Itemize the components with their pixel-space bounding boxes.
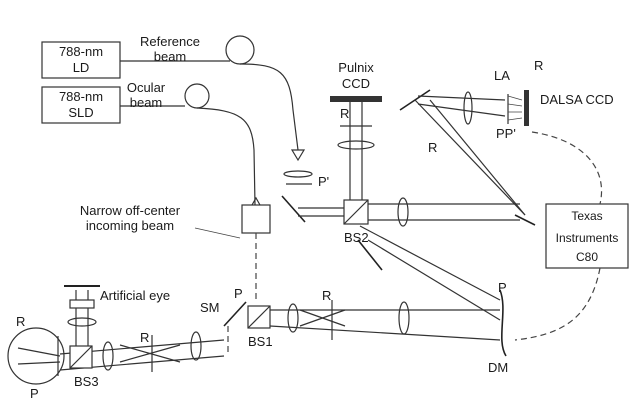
ti-to-dm-link xyxy=(514,267,601,341)
pulnix-lens xyxy=(337,140,375,150)
ocular-fiber-coil xyxy=(184,83,210,109)
bs2-diagonal xyxy=(343,199,369,225)
pp-prime-label: PP' xyxy=(496,126,516,141)
eye-r-retina-label: R xyxy=(16,314,25,329)
relay-lens-1 xyxy=(287,303,299,333)
eye-r-label: R xyxy=(140,330,149,345)
reference-lens xyxy=(283,170,313,178)
sld-label-line1: 788-nm xyxy=(59,89,103,104)
lenslet-rays xyxy=(507,95,523,121)
bs1-diagonal xyxy=(247,305,271,329)
ti-line1: Texas xyxy=(571,209,602,223)
ocular-collimator-tip xyxy=(251,196,261,206)
incoming-beam-leader xyxy=(194,227,241,239)
dalsa-beam-c xyxy=(417,103,506,117)
reference-beam-line1: Reference xyxy=(140,34,200,49)
dalsa-ccd-label: DALSA CCD xyxy=(540,92,614,107)
dm-beam-upper xyxy=(359,225,501,301)
bs1-label: BS1 xyxy=(248,334,273,349)
p-prime-label: P' xyxy=(318,174,329,189)
eye-ray-b xyxy=(17,361,61,365)
ld-source: 788-nm LD xyxy=(41,41,121,79)
pulnix-r-label: R xyxy=(340,106,349,121)
ocular-collimator xyxy=(241,204,271,234)
ocular-beam-line1: Ocular xyxy=(127,80,166,95)
dm-beam-lower xyxy=(367,239,501,321)
dm-p-label: P xyxy=(498,280,507,295)
dalsa-to-ti-link xyxy=(531,131,603,205)
ld-label-line1: 788-nm xyxy=(59,44,103,59)
sld-label-line2: SLD xyxy=(68,105,93,120)
dalsa-beam-d xyxy=(429,99,526,216)
bs2-label: BS2 xyxy=(344,230,369,245)
eye-ray-a xyxy=(17,347,61,357)
reference-fold-mirror xyxy=(281,195,306,223)
bs2-lower-mirror xyxy=(357,239,383,271)
ld-box xyxy=(41,41,121,79)
pulnix-label-line2: CCD xyxy=(342,76,370,91)
sm-label: SM xyxy=(200,300,220,315)
artificial-eye-label: Artificial eye xyxy=(100,288,170,303)
dalsa-ccd-sensor xyxy=(524,90,529,126)
sld-source: 788-nm SLD xyxy=(41,86,121,124)
reference-beam-line2: beam xyxy=(154,49,187,64)
lower-right-mirror xyxy=(514,214,536,226)
eye-p-label: P xyxy=(30,386,39,401)
sm-p-label: P xyxy=(234,286,243,301)
lenslet-array xyxy=(507,94,523,124)
ti-line2: Instruments xyxy=(556,231,619,245)
reference-fiber-out xyxy=(239,63,299,151)
eye-relay-lens-2 xyxy=(102,341,114,371)
sld-box xyxy=(41,86,121,124)
dm-label: DM xyxy=(488,360,508,375)
ocular-fiber-out xyxy=(196,107,256,206)
relay-r-label: R xyxy=(322,288,331,303)
texas-instruments-box xyxy=(545,203,629,269)
ti-line3: C80 xyxy=(576,250,598,264)
dalsa-beam-b xyxy=(417,95,506,101)
dalsa-lens xyxy=(463,91,473,125)
la-label: LA xyxy=(494,68,510,83)
dalsa-r-label: R xyxy=(534,58,543,73)
reference-fiber-coil xyxy=(225,35,255,65)
scanning-mirror xyxy=(223,301,247,327)
deformable-mirror xyxy=(499,289,507,357)
bs3-diagonal xyxy=(69,345,93,369)
incoming-beam-line1: Narrow off-center xyxy=(80,203,181,218)
pulnix-label-line1: Pulnix xyxy=(338,60,374,75)
ld-label-line2: LD xyxy=(73,60,90,75)
pulnix-ccd-sensor xyxy=(330,96,382,102)
artificial-eye-lens-1 xyxy=(67,317,97,327)
dalsa-beam-r-label: R xyxy=(428,140,437,155)
bs2-right-lens xyxy=(397,197,409,227)
bs3-label: BS3 xyxy=(74,374,99,389)
human-eye xyxy=(7,327,65,385)
eye-relay-cross-b xyxy=(119,344,181,363)
artificial-eye-lens-2 xyxy=(69,299,95,309)
main-beam-lower xyxy=(269,325,501,341)
relay-cross-b xyxy=(299,309,346,327)
eye-relay-lens-1 xyxy=(190,331,202,361)
incoming-beam-line2: incoming beam xyxy=(86,218,174,233)
reference-collimator xyxy=(290,149,306,162)
ocular-beam-line2: beam xyxy=(130,95,163,110)
relay-lens-2 xyxy=(398,301,410,335)
dalsa-beam-a xyxy=(414,99,526,216)
